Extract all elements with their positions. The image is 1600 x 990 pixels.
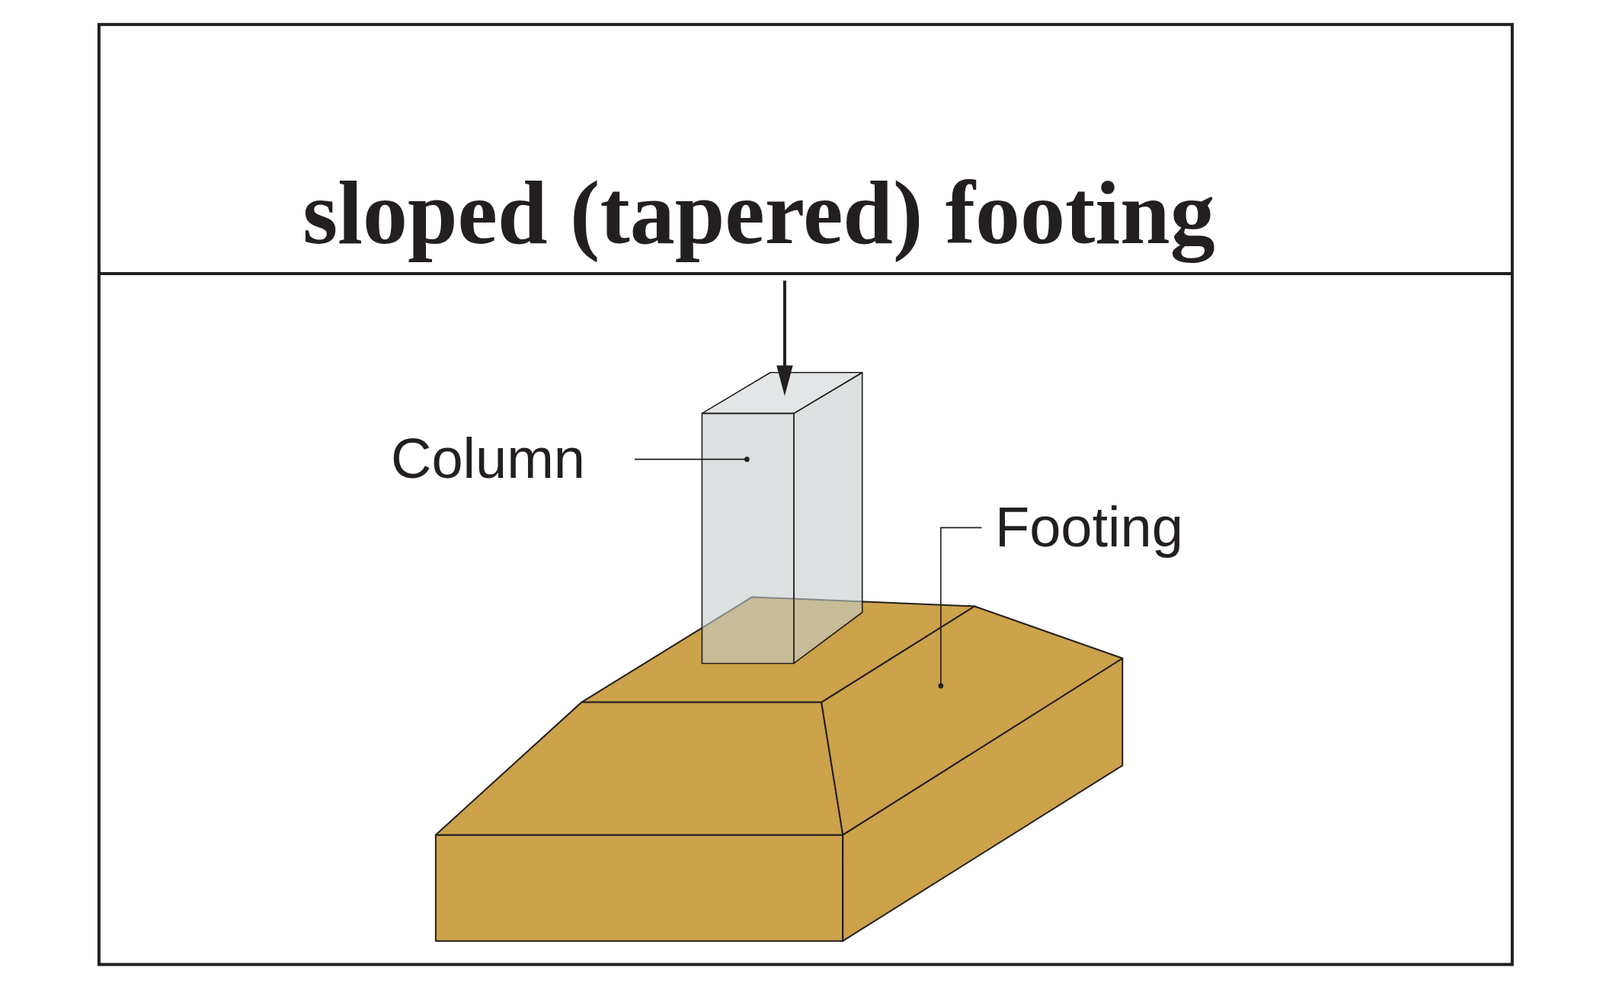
title-divider (99, 272, 1513, 276)
load-arrow-head (776, 364, 793, 396)
column-right-face (793, 372, 863, 664)
column-leader-dot (744, 456, 750, 462)
footing-leader-dot (937, 683, 944, 689)
column-leader (634, 458, 747, 461)
load-arrow-shaft (783, 280, 787, 370)
footing-front-face (435, 834, 843, 941)
part-label: Footing (995, 499, 1184, 556)
footing-front-slope (435, 701, 843, 835)
footing-leader (940, 527, 983, 686)
outer-frame (99, 24, 1513, 964)
diagram-title: sloped (tapered) footing (302, 168, 1215, 259)
part-label: Column (390, 430, 586, 487)
column-front-face (701, 412, 794, 663)
